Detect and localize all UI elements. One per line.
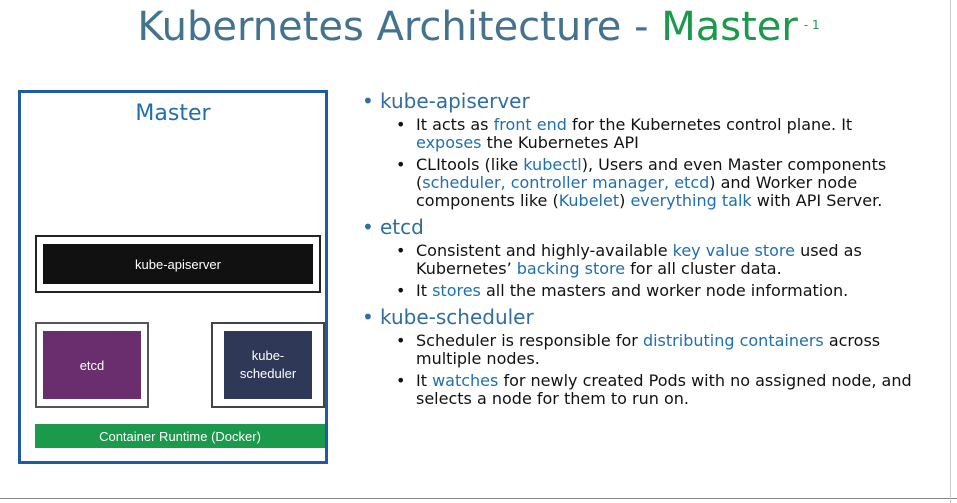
highlight: everything talk	[630, 191, 752, 210]
scheduler-block: kube-scheduler	[224, 331, 312, 399]
section-title-text: kube-scheduler	[380, 305, 534, 329]
scheduler-label-line2: scheduler	[239, 366, 297, 381]
bullet-icon: •	[362, 215, 374, 239]
highlight: front end	[493, 115, 567, 134]
text: Scheduler is responsible for	[416, 331, 643, 350]
apiserver-block: kube-apiserver	[43, 244, 313, 284]
bullet-item: • CLItools (like kubectl), Users and even…	[396, 155, 922, 210]
text: It acts as	[416, 115, 494, 134]
bullet-icon: •	[362, 89, 374, 113]
highlight: key value store	[672, 241, 795, 260]
bullet-item: • Consistent and highly-available key val…	[396, 241, 922, 278]
highlight: kubectl	[523, 155, 582, 174]
title-main: Kubernetes Architecture -	[137, 4, 662, 50]
bullet-icon: •	[396, 331, 406, 350]
highlight: stores	[432, 281, 481, 300]
text: for all cluster data.	[625, 259, 782, 278]
right-divider	[950, 0, 951, 503]
text: )	[619, 191, 631, 210]
highlight: backing store	[516, 259, 626, 278]
section-title-text: kube-apiserver	[380, 89, 530, 113]
highlight: exposes	[416, 133, 482, 152]
apiserver-frame: kube-apiserver	[35, 235, 321, 293]
bullet-icon: •	[362, 305, 374, 329]
etcd-block: etcd	[43, 331, 141, 399]
bullet-icon: •	[396, 115, 406, 134]
highlight: distributing containers	[642, 331, 824, 350]
section-title-etcd: •etcd	[362, 214, 922, 240]
text: for newly created Pods with no assigned …	[416, 371, 912, 408]
text: with API Server.	[751, 191, 883, 210]
bullet-icon: •	[396, 371, 406, 390]
text: across multiple nodes.	[416, 331, 881, 368]
text: ), Users and even Master components (	[416, 155, 887, 192]
bullet-content: •kube-apiserver •It acts as front end fo…	[362, 88, 922, 412]
bullet-icon: •	[396, 241, 406, 260]
bottom-divider	[0, 498, 957, 499]
master-node-box: Master kube-apiserver etcd kube-schedule…	[18, 90, 328, 464]
text: Consistent and highly-available	[416, 241, 673, 260]
text: It	[416, 281, 433, 300]
section-title-apiserver: •kube-apiserver	[362, 88, 922, 114]
title-highlight: Master	[661, 4, 798, 50]
container-runtime-bar: Container Runtime (Docker)	[35, 424, 325, 448]
text: CLItools (like	[416, 155, 524, 174]
text: It	[416, 371, 433, 390]
bullet-item: • It stores all the masters and worker no…	[396, 281, 922, 300]
highlight: Kubelet	[558, 191, 620, 210]
scheduler-frame: kube-scheduler	[211, 322, 325, 408]
section-title-scheduler: •kube-scheduler	[362, 304, 922, 330]
bullet-icon: •	[396, 155, 406, 174]
section-title-text: etcd	[380, 215, 424, 239]
text: ) and Worker node components like (	[416, 173, 858, 210]
highlight: scheduler, controller manager, etcd	[422, 173, 710, 192]
bullet-item: • Scheduler is responsible for distributi…	[396, 331, 922, 368]
text: all the masters and worker node informat…	[480, 281, 849, 300]
text: the Kubernetes API	[481, 133, 639, 152]
title-superscript: - 1	[803, 18, 820, 32]
text: used as Kubernetes’	[416, 241, 862, 278]
bullet-item: • It watches for newly created Pods with …	[396, 371, 922, 408]
text: for the Kubernetes control plane. It	[566, 115, 853, 134]
bullet-icon: •	[396, 281, 406, 300]
bullet-item: • It acts as front end for the Kubernetes…	[396, 115, 922, 152]
scheduler-label-line1: kube-	[251, 348, 285, 363]
master-label: Master	[135, 101, 211, 126]
slide-title: Kubernetes Architecture - Master - 1	[0, 4, 957, 50]
etcd-frame: etcd	[35, 322, 149, 408]
highlight: watches	[432, 371, 499, 390]
